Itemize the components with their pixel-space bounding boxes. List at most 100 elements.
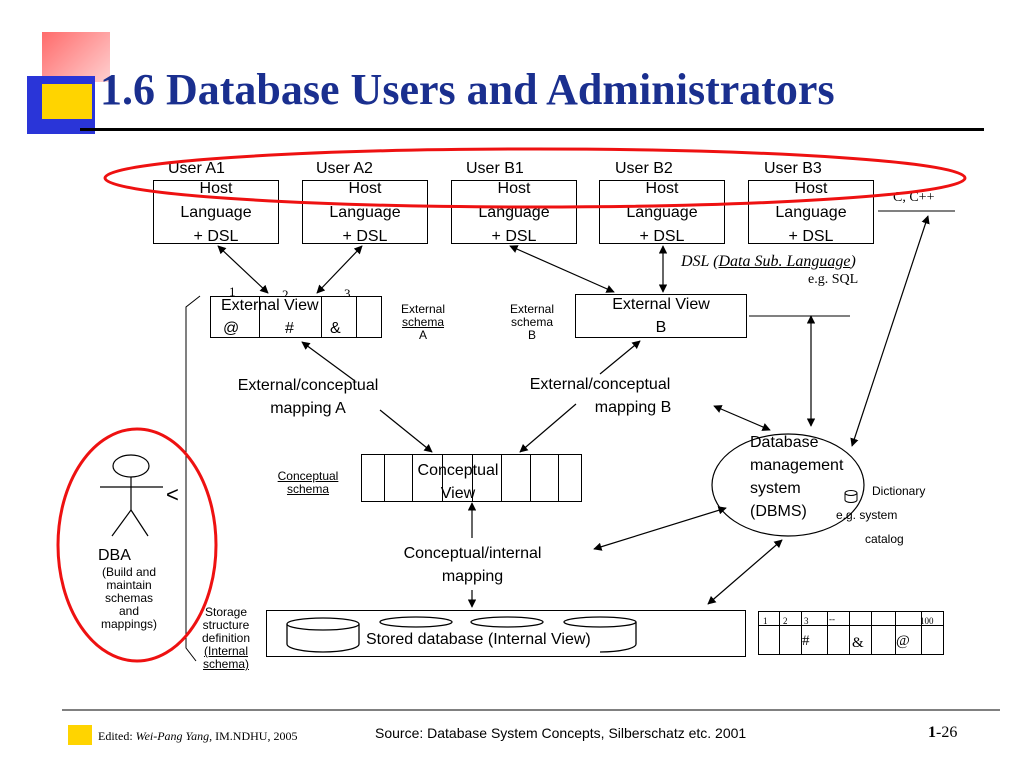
host-line-1: Host [645,180,679,197]
external-schema-a-label: External schema A [394,303,452,342]
conc-divider [501,455,502,501]
dsl-prefix: DSL ( [681,253,719,270]
storage-cylinder-3-icon [470,616,544,628]
host-language-box-b3: Host Language + DSL [748,180,874,245]
mapping-line: mapping [441,568,504,585]
storage-line: Storage [204,605,248,619]
label-line: B [527,328,536,342]
arrow-mapping-a-up [301,341,356,382]
arrow-mapping-to-dbms [593,506,727,551]
mapping-ext-conc-b: External/conceptual mapping B [500,373,700,419]
label-line: External [400,302,446,316]
host-language-box-a2: Host Language + DSL [302,180,428,245]
storage-structure-label: Storage structure definition (Internal s… [194,606,258,671]
dsl-term: Data Sub. Language [718,253,851,270]
host-line-2: Language [329,204,401,221]
dbms-label: Database management system (DBMS) [750,431,843,523]
ext-a-divider-2 [321,297,322,337]
dba-stick-figure-icon [100,454,163,537]
dbms-line: management [750,457,844,474]
dictionary-cylinder-icon [844,490,858,503]
record-col [827,612,828,654]
dbms-line: Database [750,434,819,451]
host-line-2: Language [180,204,252,221]
storage-line: (Internal [203,644,249,658]
external-view-b-box: External View B [575,294,747,338]
host-language-box-b2: Host Language + DSL [599,180,725,245]
conc-divider [442,455,443,501]
storage-cylinder-1-icon [286,617,360,653]
decor-square-red [42,32,110,82]
ext-a-divider-3 [356,297,357,337]
external-view-a-box [210,296,382,338]
arrow-stored-to-dbms [707,539,783,605]
mapping-conc-internal: Conceptual/internal mapping [370,542,575,588]
user-b2-label: User B2 [615,160,673,177]
user-b3-label: User B3 [764,160,822,177]
host-line-1: Host [794,180,828,197]
footer-yellow-square [68,725,92,745]
edited-org: , IM.NDHU, 2005 [209,729,298,743]
label-line: schema [510,315,554,329]
arrow-mapping-b-to-dbms [713,405,771,431]
decor-square-yellow [42,84,92,119]
record-num-3: 3 [804,616,809,626]
dictionary-catalog: catalog [865,532,904,546]
host-line-1: Host [497,180,531,197]
page-title: 1.6 Database Users and Administrators [100,65,835,114]
host-line-3: + DSL [491,228,537,245]
external-schema-b-label: External schema B [503,303,561,342]
label-line: A [418,328,427,342]
host-line-1: Host [199,180,233,197]
record-num-dash: -- [829,614,835,624]
edited-name: Wei-Pang Yang [135,729,210,743]
conc-divider [384,455,385,501]
dba-title: DBA [98,547,131,564]
user-a2-label: User A2 [316,160,373,177]
record-symbol-hash: # [802,633,810,649]
dba-desc-line: and [118,604,140,618]
label-line: schema [401,315,445,329]
record-col [921,612,922,654]
ext-b-line-1: External View [612,296,710,313]
dbms-line: system [750,480,801,497]
mapping-line: Conceptual/internal [403,545,542,562]
dsl-example: e.g. SQL [808,272,859,287]
record-col [895,612,896,654]
conceptual-view-title: Conceptual View [408,459,508,505]
edited-prefix: Edited: [98,729,136,743]
conc-divider [412,455,413,501]
page-num: 1 [928,724,936,741]
host-line-3: + DSL [788,228,834,245]
host-line-1: Host [348,180,382,197]
arrow-a1-to-ext-a [217,245,269,294]
conc-divider [558,455,559,501]
storage-cylinder-4-icon [563,616,637,653]
record-table [758,611,944,655]
conceptual-view-box [361,454,582,502]
host-line-3: + DSL [193,228,239,245]
dba-bracket [185,295,201,662]
conc-line: View [440,485,476,502]
dba-desc-line: schemas [104,591,154,605]
record-num-1: 1 [763,616,768,626]
conc-divider [472,455,473,501]
arrow-b3-to-dbms [850,215,930,447]
dba-desc-line: mappings) [100,617,158,631]
storage-line: schema) [202,657,249,671]
host-line-3: + DSL [639,228,685,245]
page-sep: -26 [936,724,958,741]
storage-cylinder-2-icon [379,616,453,628]
dictionary-label: Dictionary [872,484,926,498]
dba-arrow-glyph: < [166,482,179,507]
ext-a-symbol-1: @ [223,320,240,337]
conc-line: Conceptual [417,462,499,479]
conc-divider [530,455,531,501]
dbms-ellipse [711,433,865,537]
user-a1-label: User A1 [168,160,225,177]
label-line: External [509,302,555,316]
external-view-a-title: External View [221,297,319,314]
ext-a-divider-1 [259,297,260,337]
host-line-2: Language [626,204,698,221]
